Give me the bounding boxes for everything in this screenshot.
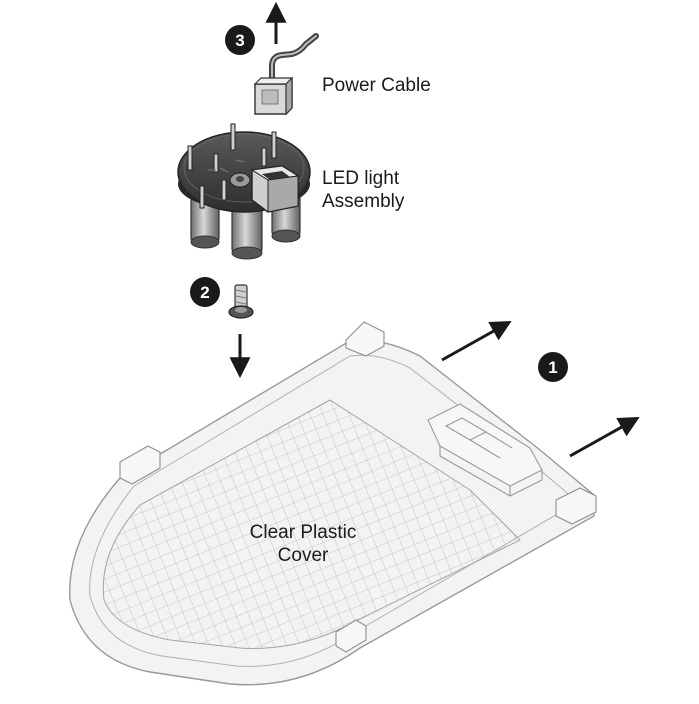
cover-raised-housing bbox=[427, 403, 543, 497]
arrow-out-cover-lower bbox=[569, 416, 640, 458]
screw-part bbox=[228, 284, 254, 319]
led-light-label-line2: Assembly bbox=[322, 191, 405, 212]
power-cable-label: Power Cable bbox=[322, 75, 431, 96]
step-badge-1: 1 bbox=[538, 352, 568, 382]
step-badge-2: 2 bbox=[190, 277, 220, 307]
led-light-assembly-part bbox=[177, 123, 311, 260]
svg-text:2: 2 bbox=[200, 283, 209, 302]
led-light-label-line1: LED light bbox=[322, 168, 400, 189]
step-badge-3: 3 bbox=[225, 25, 255, 55]
led-cylinder-center bbox=[231, 204, 263, 260]
arrow-out-cover-upper bbox=[441, 320, 512, 362]
direction-arrows bbox=[229, 1, 640, 458]
led-connector-socket bbox=[250, 165, 300, 213]
power-cable-part bbox=[253, 33, 319, 116]
cover-tabs bbox=[119, 321, 597, 653]
svg-text:3: 3 bbox=[235, 31, 244, 50]
led-pins bbox=[187, 123, 277, 209]
clear-plastic-cover-label-line2: Cover bbox=[277, 545, 329, 566]
svg-text:1: 1 bbox=[548, 358, 557, 377]
clear-plastic-cover-part bbox=[69, 321, 597, 686]
clear-plastic-cover-label-line1: Clear Plastic bbox=[249, 522, 357, 543]
